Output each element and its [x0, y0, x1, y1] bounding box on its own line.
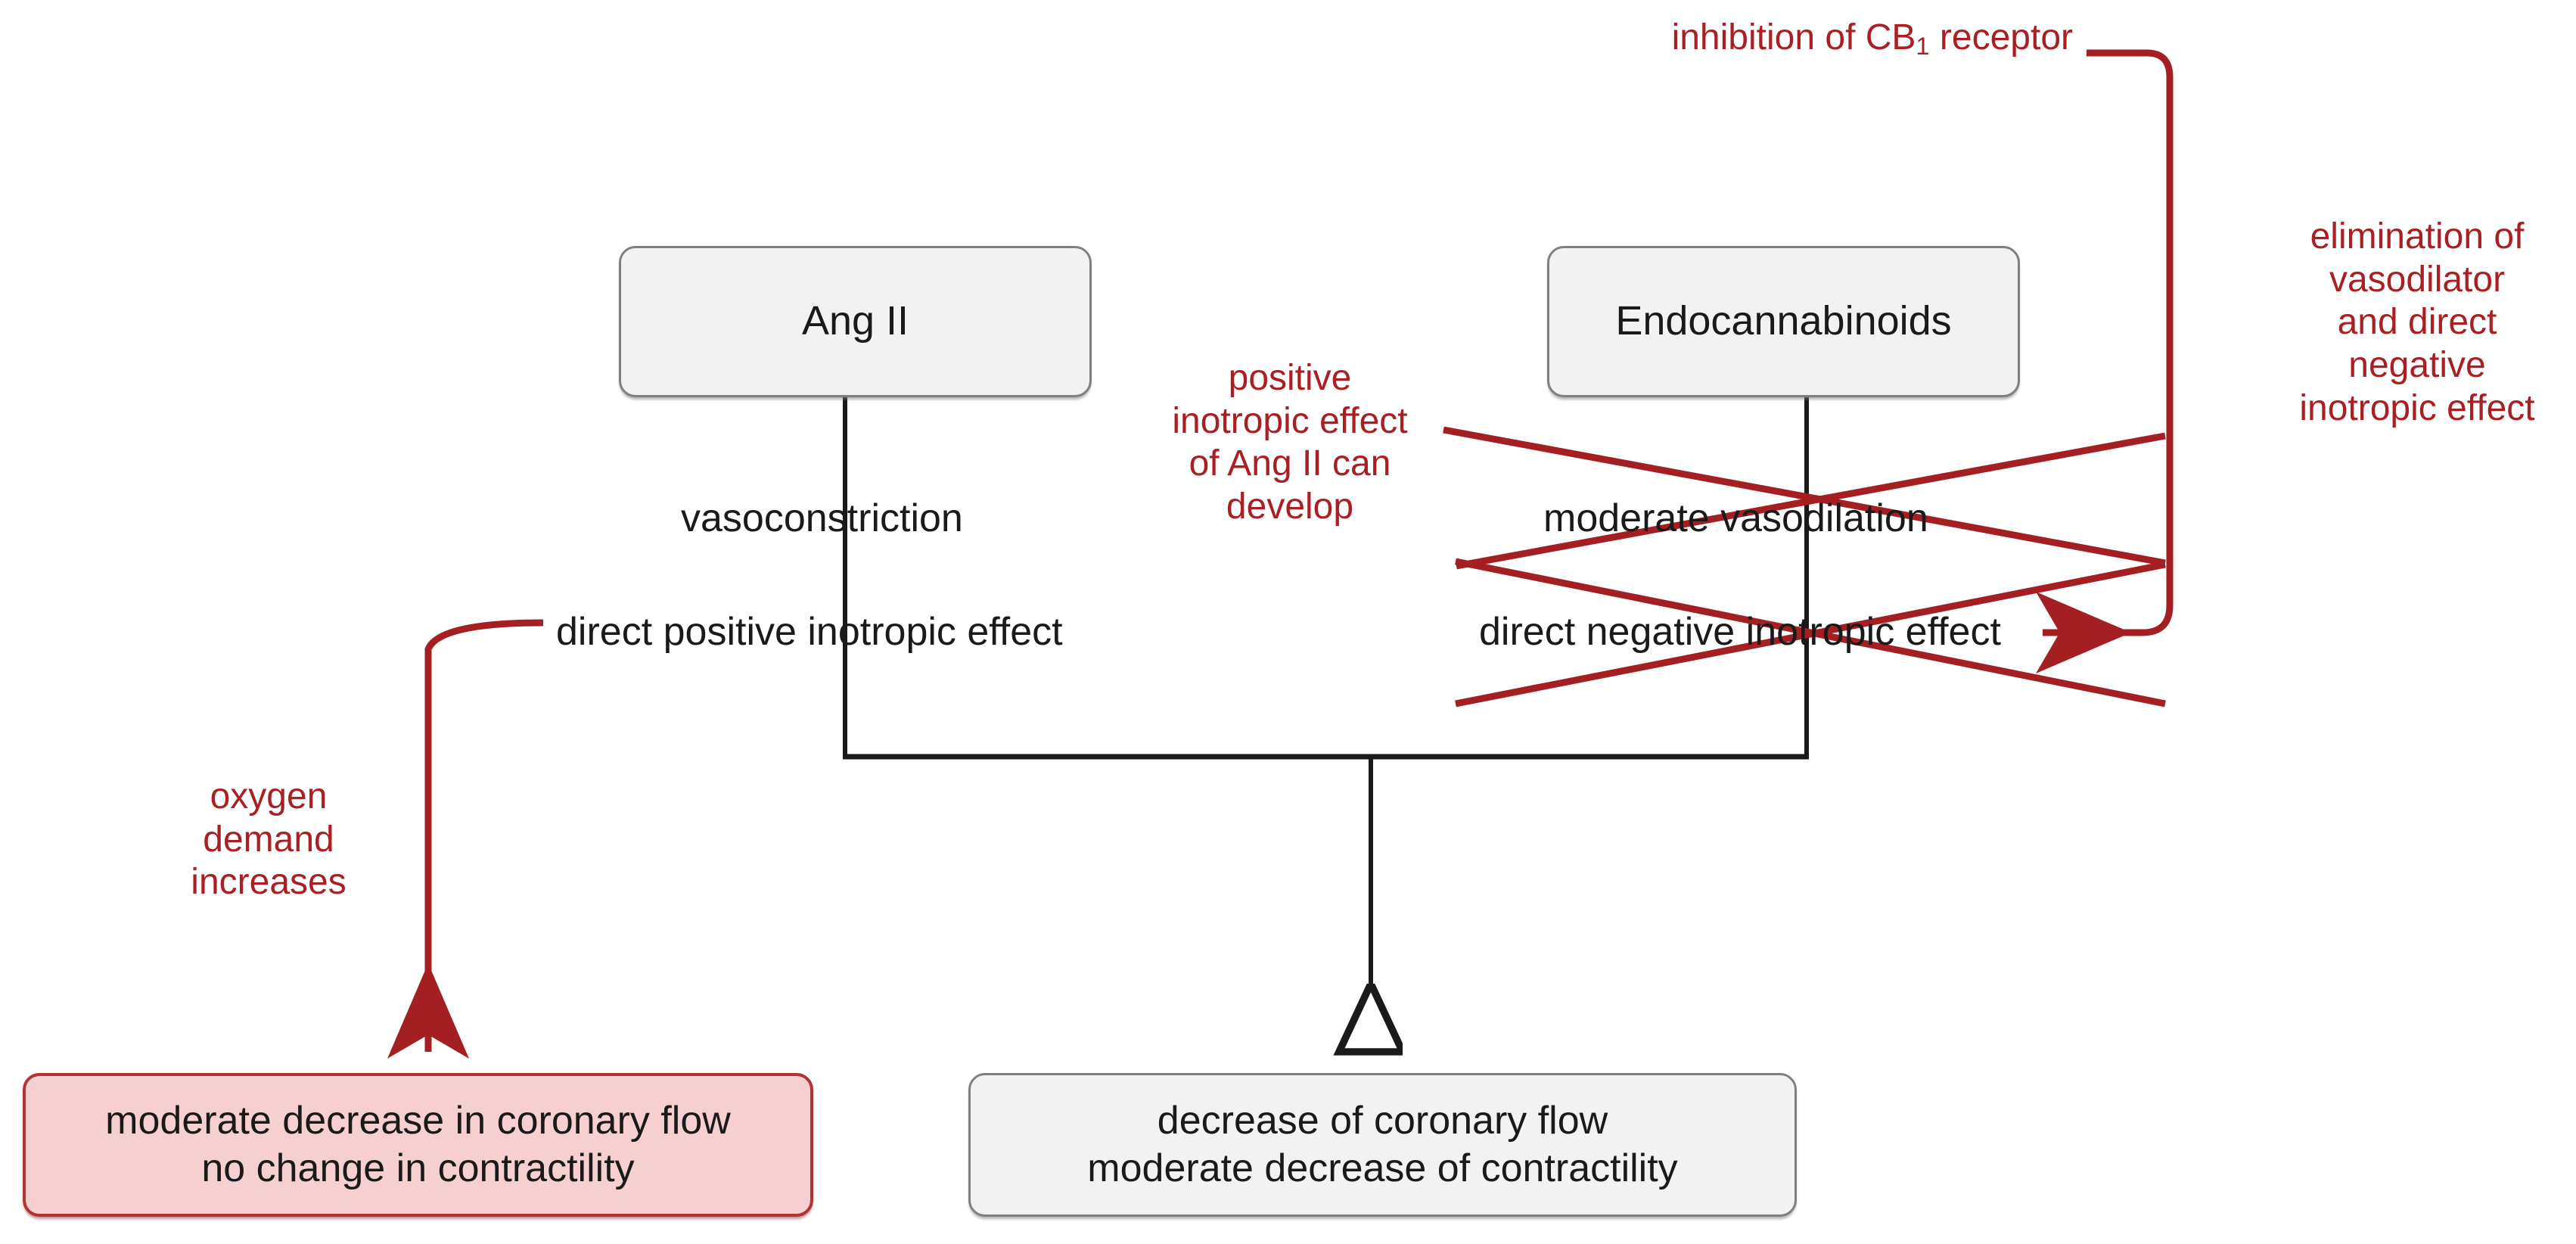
node-grey-outcome-line2: moderate decrease of contractility	[1087, 1146, 1678, 1190]
node-grey-outcome[interactable]: decrease of coronary flow moderate decre…	[968, 1073, 1797, 1217]
node-pink-outcome-line2: no change in contractility	[201, 1146, 635, 1190]
annotation-positive-inotropic-can-develop: positive inotropic effect of Ang II can …	[1172, 358, 1408, 527]
edge-label-direct-positive-inotropic-effect: direct positive inotropic effect	[556, 610, 1063, 654]
strikeout-x-moderate-vasodilation	[1443, 426, 2166, 570]
node-endocannabinoids-label: Endocannabinoids	[1615, 298, 1952, 344]
strikeout-x-direct-negative-inotropic-effect	[1455, 558, 2166, 708]
node-ang-ii-label: Ang II	[801, 298, 909, 344]
edge-label-moderate-vasodilation: moderate vasodilation	[1543, 496, 1928, 540]
node-grey-outcome-line1: decrease of coronary flow	[1157, 1098, 1608, 1143]
annotation-oxygen-demand-increases: oxygen demand increases	[191, 776, 346, 903]
node-pink-outcome-line1: moderate decrease in coronary flow	[105, 1098, 731, 1143]
node-endocannabinoids[interactable]: Endocannabinoids	[1547, 246, 2020, 397]
annotation-cb1-prefix: inhibition of CB	[1671, 17, 1916, 58]
annotation-cb1-receptor-inhibition: inhibition of CB1 receptor	[1528, 17, 2073, 60]
edge-label-vasoconstriction: vasoconstriction	[681, 496, 963, 540]
node-ang-ii[interactable]: Ang II	[619, 246, 1092, 397]
annotation-cb1-subscript: 1	[1916, 32, 1930, 61]
node-grey-outcome-text: decrease of coronary flow moderate decre…	[1087, 1097, 1677, 1193]
node-pink-outcome[interactable]: moderate decrease in coronary flow no ch…	[23, 1073, 813, 1217]
annotation-cb1-suffix: receptor	[1929, 17, 2073, 58]
connector-cb1-to-negative-inotropic	[2036, 49, 2174, 673]
connector-positive-inotropic-to-pink-outcome	[387, 619, 544, 1059]
edge-label-direct-negative-inotropic-effect: direct negative inotropic effect	[1479, 610, 2001, 654]
node-pink-outcome-text: moderate decrease in coronary flow no ch…	[105, 1097, 731, 1193]
annotation-elimination-of-vasodilator: elimination of vasodilator and direct ne…	[2299, 216, 2535, 428]
